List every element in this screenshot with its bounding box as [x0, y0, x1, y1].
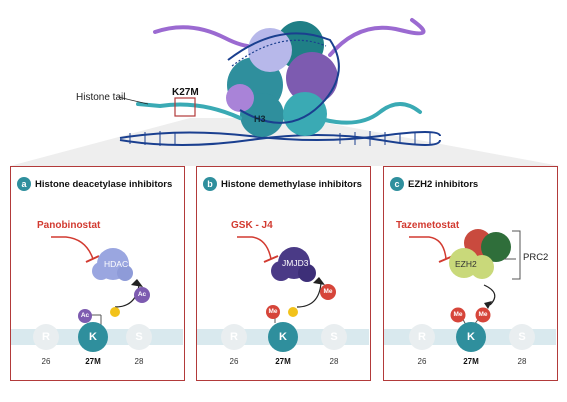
k27m-label: K27M [172, 87, 199, 98]
tail-pointer [117, 96, 149, 105]
mark-label: Me [478, 311, 488, 318]
drug-label: Panobinostat [37, 220, 101, 231]
lysine-side-chain [110, 307, 120, 317]
panel-jmjd3: b Histone demethylase inhibitors GSK - J… [196, 166, 371, 381]
inhibition-line [51, 236, 94, 260]
h3-label: H3 [254, 114, 266, 124]
panel-ezh2: c EZH2 inhibitors Tazemetostat EZH2 Me [383, 166, 558, 381]
panel-title: EZH2 inhibitors [408, 178, 479, 190]
residue-k [268, 322, 298, 352]
prc2-bracket [512, 230, 521, 280]
panel-hdac: a Histone deacetylase inhibitors Panobin… [10, 166, 185, 381]
mark-label: Me [323, 288, 333, 295]
reaction-arrow [296, 282, 322, 308]
panel-c-graphic [384, 229, 556, 352]
position-label: 27M [275, 357, 291, 366]
position-label: 28 [134, 357, 144, 366]
residue-k [78, 322, 108, 352]
panel-b-graphic [197, 236, 369, 352]
residue-r [409, 324, 435, 350]
inhibition-line [237, 236, 272, 260]
position-label: 26 [41, 357, 51, 366]
mark-label: Me [453, 311, 463, 318]
h3-tail-right [323, 102, 422, 125]
drug-label: GSK - J4 [231, 220, 273, 231]
histone-h4 [248, 28, 292, 72]
histone-small [226, 84, 254, 112]
residue-label: R [230, 331, 238, 343]
residue-label: R [418, 331, 426, 343]
panel-title: Histone deacetylase inhibitors [35, 178, 173, 190]
residue-label: K [279, 331, 287, 343]
panel-header: b Histone demethylase inhibitors [203, 177, 362, 191]
released-acetyl [134, 287, 150, 303]
position-label: 27M [463, 357, 479, 366]
panel-badge: b [203, 177, 217, 191]
residue-label: S [330, 331, 338, 343]
lysine-side-chain [288, 307, 298, 317]
zoom-fan [10, 118, 560, 166]
inhibition-bar [263, 255, 279, 263]
histone-h2b [286, 52, 338, 104]
enzyme-label: EZH2 [455, 259, 477, 269]
position-label: 26 [417, 357, 427, 366]
position-label: 27M [85, 357, 101, 366]
enzyme-label: HDAC [104, 259, 129, 269]
mark-label: Me [268, 308, 278, 315]
mark-label: Ac [80, 312, 90, 319]
prc2-label: PRC2 [523, 252, 549, 263]
residue-k [456, 322, 486, 352]
acetyl-mark [78, 309, 92, 323]
residue-r [33, 324, 59, 350]
released-methyl [320, 284, 336, 300]
methyl-mark [266, 305, 280, 319]
methyl-mark [475, 307, 491, 323]
histone-tail-label: Histone tail [76, 92, 126, 103]
residue-s [509, 324, 535, 350]
residue-s [126, 324, 152, 350]
wrapping-dna-2 [231, 39, 327, 67]
enzyme-label: JMJD3 [282, 258, 309, 268]
histone-h3b [283, 92, 327, 136]
histone-tail-purple-right [328, 18, 426, 57]
residue-s [321, 324, 347, 350]
residue-label: S [518, 331, 526, 343]
dna-rungs [129, 131, 431, 146]
inhibition-line [409, 236, 447, 260]
drug-label: Tazemetostat [396, 220, 460, 231]
wrapping-dna [227, 32, 340, 124]
residue-label: K [467, 331, 475, 343]
methyl-mark [450, 307, 466, 323]
panel-header: a Histone deacetylase inhibitors [17, 177, 172, 191]
panel-badge: a [17, 177, 31, 191]
panel-title: Histone demethylase inhibitors [221, 178, 362, 190]
position-label: 26 [229, 357, 239, 366]
k27m-box [174, 97, 196, 117]
dna-strand [119, 131, 441, 141]
panel-header: c EZH2 inhibitors [390, 177, 478, 191]
panel-a-graphic [11, 236, 183, 352]
reaction-arrow [483, 284, 496, 306]
residue-label: R [42, 331, 50, 343]
panel-badge: c [390, 177, 404, 191]
residue-label: K [89, 331, 97, 343]
position-label: 28 [329, 357, 339, 366]
residue-r [221, 324, 247, 350]
position-label: 28 [517, 357, 527, 366]
h3-tail [136, 102, 242, 120]
prc2-subunit-green [481, 232, 511, 262]
mark-label: Ac [137, 291, 147, 298]
residue-label: S [135, 331, 143, 343]
inhibition-bar [85, 255, 100, 263]
